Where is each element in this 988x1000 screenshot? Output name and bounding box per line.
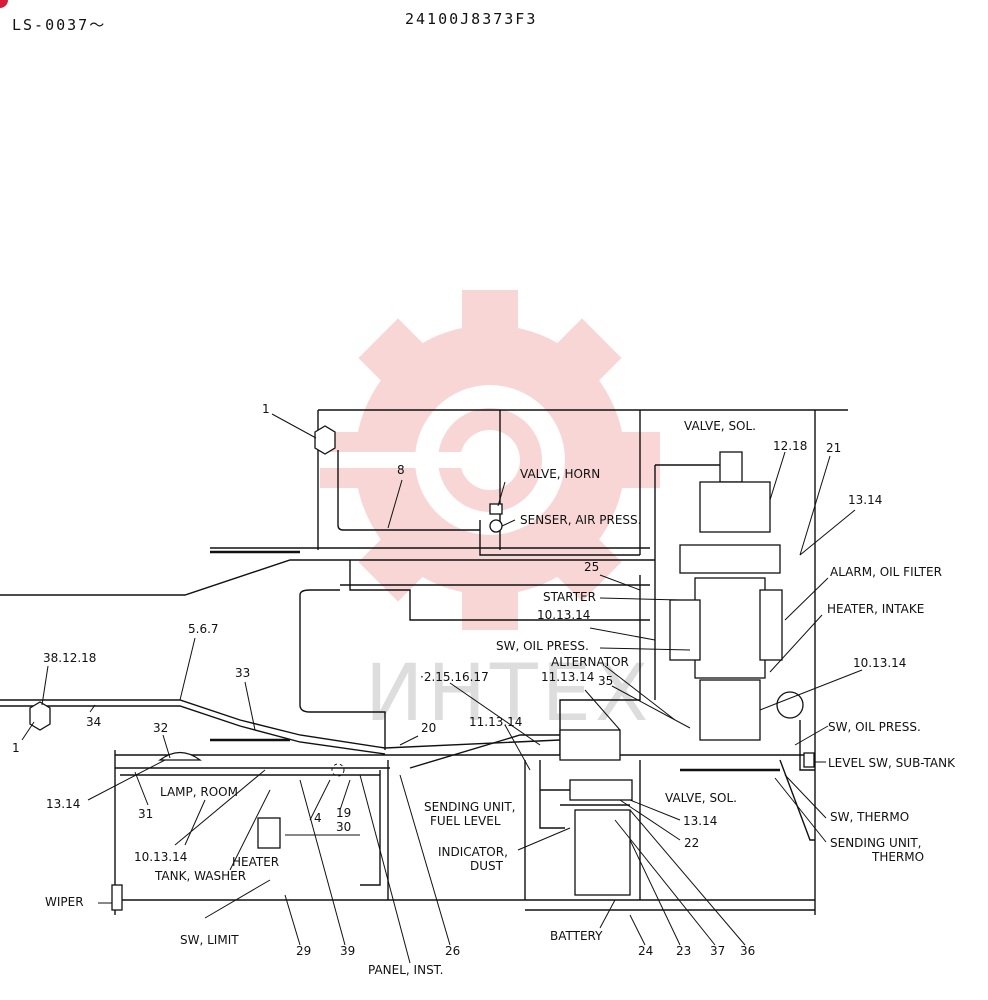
callout-30: 30 [336,820,351,834]
frame-outlines [0,409,848,915]
label-valve-sol-top: VALVE, SOL. [684,419,756,433]
harness-runs [0,450,815,886]
label-sending-unit-thermo-2: THERMO [871,850,924,864]
battery-icon [574,809,631,896]
label-panel-inst: PANEL, INST. [368,963,443,977]
callout-11-13-14-a: 11.13.14 [541,670,594,684]
horn-top-icon [314,425,336,455]
label-sending-unit-fuel-1: SENDING UNIT, [424,800,516,814]
label-lamp-room: LAMP, ROOM [160,785,238,799]
label-starter: STARTER [543,590,596,604]
label-sw-limit: SW, LIMIT [180,933,239,947]
label-senser-air-press: SENSER, AIR PRESS. [520,513,641,527]
callout-4: 4 [314,811,322,825]
valve-sol-top-icon [719,451,743,483]
engine-block [694,577,766,679]
callout-10-13-14-a: 10.13.14 [537,608,590,622]
callout-29: 29 [296,944,311,958]
label-sw-oil-press-left: SW, OIL PRESS. [496,639,589,653]
callout-12-18: 12.18 [773,439,807,453]
label-alarm-oil-filter: ALARM, OIL FILTER [830,565,942,579]
callout-39: 39 [340,944,355,958]
watermark-text: ИНТЕХ [365,649,652,739]
drawing-number: 24100J8373F3 [405,10,538,28]
engine-block-upper [679,544,781,574]
label-valve-horn: VALVE, HORN [520,467,600,481]
valve-horn-icon [489,503,503,515]
alternator-icon [699,679,761,741]
horn-left-icon [29,701,51,731]
label-battery: BATTERY [550,929,603,943]
callout-11-13-14-b: 11.13.14 [469,715,522,729]
callout-8: 8 [397,463,405,477]
callout-1-top: 1 [262,402,270,416]
label-sending-unit-thermo-1: SENDING UNIT, [830,836,922,850]
sw-oil-press-right-icon [776,691,804,719]
engine-head-block [699,481,771,533]
callout-31: 31 [138,807,153,821]
callout-25: 25 [584,560,599,574]
label-sw-oil-press-right: SW, OIL PRESS. [828,720,921,734]
room-lamp-icon [158,751,202,761]
sending-unit-fuel-icon [569,779,633,801]
level-sw-sub-tank-icon [803,752,815,768]
corner-marker [0,0,8,8]
callout-10-13-14-b: 10.13.14 [853,656,906,670]
callout-33: 33 [235,666,250,680]
callout-26: 26 [445,944,460,958]
callout-22: 22 [684,836,699,850]
callout-38-12-18: 38.12.18 [43,651,96,665]
callout-19: 19 [336,806,351,820]
label-heater-intake: HEATER, INTAKE [827,602,924,616]
label-indicator-dust-1: INDICATOR, [438,845,508,859]
callout-2-15-16-17: ·2.15.16.17 [420,670,489,684]
valve-sol-bottom-icon [559,729,621,761]
label-alternator: ALTERNATOR [551,655,629,669]
heater-intake-icon [759,589,783,661]
label-valve-sol-bottom: VALVE, SOL. [665,791,737,805]
label-heater: HEATER [232,855,279,869]
callout-36: 36 [740,944,755,958]
indicator-lamp-4-icon [331,763,345,777]
callout-10-13-14-c: 10.13.14 [134,850,187,864]
label-tank-washer: TANK, WASHER [154,869,246,883]
label-indicator-dust-2: DUST [470,859,504,873]
senser-air-press-icon [489,519,503,533]
callout-20: 20 [421,721,436,735]
callout-34: 34 [86,715,101,729]
callout-1-left: 1 [12,741,20,755]
callout-24: 24 [638,944,653,958]
heater-unit-icon [257,817,281,849]
label-sending-unit-fuel-2: FUEL LEVEL [430,814,501,828]
wiper-icon [111,884,123,911]
label-wiper: WIPER [45,895,84,909]
callout-13-14-a: 13.14 [848,493,882,507]
label-level-sw-sub-tank: LEVEL SW, SUB-TANK [828,756,956,770]
callout-37: 37 [710,944,725,958]
leader-lines [21,413,863,964]
watermark-gear-logo [300,290,660,630]
callout-21: 21 [826,441,841,455]
callout-13-14-b: 13.14 [683,814,717,828]
model-code: LS-0037〜 [12,16,107,34]
callout-5-6-7: 5.6.7 [188,622,219,636]
callout-23: 23 [676,944,691,958]
callout-35: 35 [598,674,613,688]
callout-32: 32 [153,721,168,735]
starter-icon [669,599,701,661]
label-sw-thermo: SW, THERMO [830,810,909,824]
callout-13-14-left: 13.14 [46,797,80,811]
